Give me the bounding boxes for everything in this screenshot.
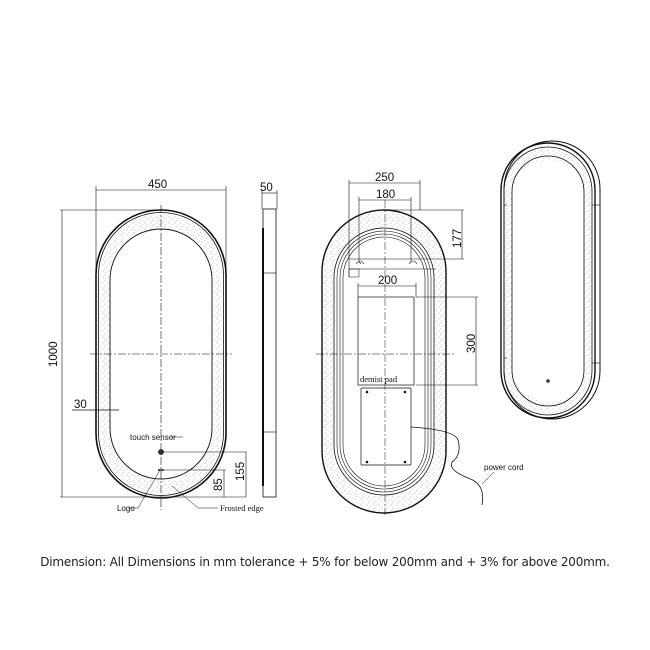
logo-label: Logo [117,504,135,513]
front-view [60,186,247,510]
sensor-offset-dim: 155 [235,462,247,481]
persp-frosted-band [505,147,591,415]
front-height-dim: 1000 [48,341,60,367]
rear-outer-width-dim: 250 [375,172,394,184]
perspective-view [500,140,601,420]
bracket-width-dim: 180 [376,189,395,201]
front-width-dim: 450 [148,179,167,191]
demist-pad [357,296,415,386]
pad-width-dim: 200 [378,275,397,287]
touch-sensor-label: touch sensor [130,433,176,442]
side-view [261,190,278,498]
side-depth-dim: 50 [260,182,273,194]
frosted-edge-label: Frosted edge [220,503,264,513]
rear-view [316,180,495,515]
frosted-band [100,214,222,494]
logo-offset-dim: 85 [213,478,225,491]
power-cord [410,426,484,506]
logo-mark [158,469,164,471]
bracket-drop-dim: 177 [452,229,464,248]
pad-height-dim: 300 [466,334,478,353]
persp-touch-sensor [546,379,550,383]
driver-box [360,387,412,466]
demist-pad-label: demist pad [360,374,398,384]
tolerance-caption: Dimension: All Dimensions in mm toleranc… [40,555,610,569]
rear-frosted-band [322,210,446,513]
power-cord-label: power cord [484,463,524,472]
frosted-band-dim: 30 [74,399,87,411]
